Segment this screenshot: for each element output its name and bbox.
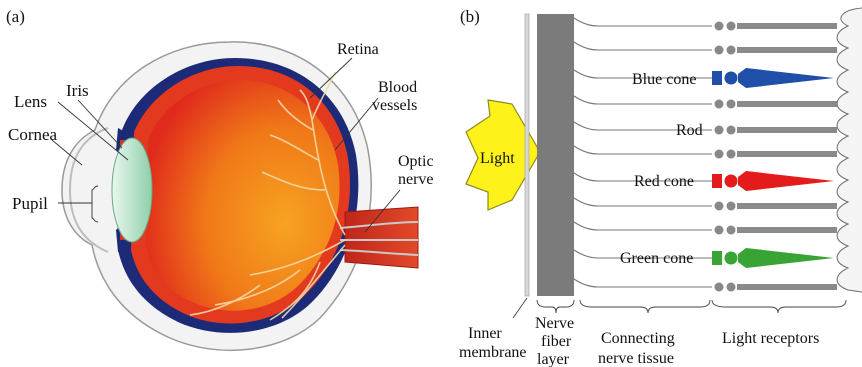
rod-receptor	[715, 22, 838, 31]
nerve-fiber-label-2: fiber	[541, 333, 572, 350]
rod-label: Rod	[676, 122, 703, 139]
lens-label: Lens	[14, 92, 47, 111]
rod-receptor	[715, 202, 838, 211]
light-receptors	[712, 22, 837, 292]
optic-nerve	[345, 207, 418, 268]
blue-cone-label: Blue cone	[632, 71, 696, 88]
nerve-fiber-label-3: layer	[537, 351, 570, 367]
connecting-nerve-tissue	[574, 18, 712, 287]
connector-fiber	[574, 146, 712, 154]
pigment-epithelium	[837, 8, 862, 292]
red-cone-label: Red cone	[634, 173, 694, 190]
iris-label: Iris	[66, 81, 89, 100]
panel-a-label: (a)	[6, 7, 25, 26]
cornea-label: Cornea	[8, 125, 58, 144]
optic-nerve-label-1: Optic	[398, 153, 434, 170]
rod-receptor	[715, 283, 838, 292]
inner-membrane-label-1: Inner	[468, 325, 502, 342]
connector-fiber	[574, 18, 712, 26]
connector-fiber	[574, 198, 712, 206]
light-receptors-label: Light receptors	[722, 330, 819, 347]
connector-fiber	[574, 42, 712, 50]
eye-diagram: (a)	[6, 7, 434, 350]
nerve-fiber-layer	[537, 14, 574, 296]
pupil-label: Pupil	[12, 194, 48, 213]
green-cone-label: Green cone	[620, 250, 693, 267]
connector-fiber	[574, 222, 712, 230]
lens	[112, 138, 152, 242]
nerve-fiber-label-1: Nerve	[535, 315, 574, 332]
rod-receptor	[715, 46, 838, 55]
optic-nerve-label-2: nerve	[398, 171, 434, 188]
red-cone-receptor	[712, 171, 834, 191]
retina-label: Retina	[337, 41, 379, 58]
rod-receptor	[715, 226, 838, 235]
blue-cone-receptor	[712, 68, 834, 88]
blood-vessels-label-1: Blood	[378, 79, 417, 96]
connecting-label-1: Connecting	[601, 330, 675, 347]
rod-receptor	[715, 100, 838, 109]
retina-diagram: (b) Light Blue cone Rod Red cone Green c…	[459, 7, 862, 367]
light-label: Light	[480, 150, 515, 167]
connector-fiber	[574, 96, 712, 104]
connecting-label-2: nerve tissue	[598, 350, 674, 367]
green-cone-receptor	[712, 248, 834, 268]
panel-b-label: (b)	[460, 7, 480, 26]
blood-vessels-label-2: vessels	[372, 97, 417, 114]
inner-membrane-label-2: membrane	[459, 344, 527, 361]
connector-fiber	[574, 279, 712, 287]
rod-receptor	[715, 150, 838, 159]
rod-receptor	[715, 126, 838, 135]
inner-membrane	[525, 14, 529, 296]
